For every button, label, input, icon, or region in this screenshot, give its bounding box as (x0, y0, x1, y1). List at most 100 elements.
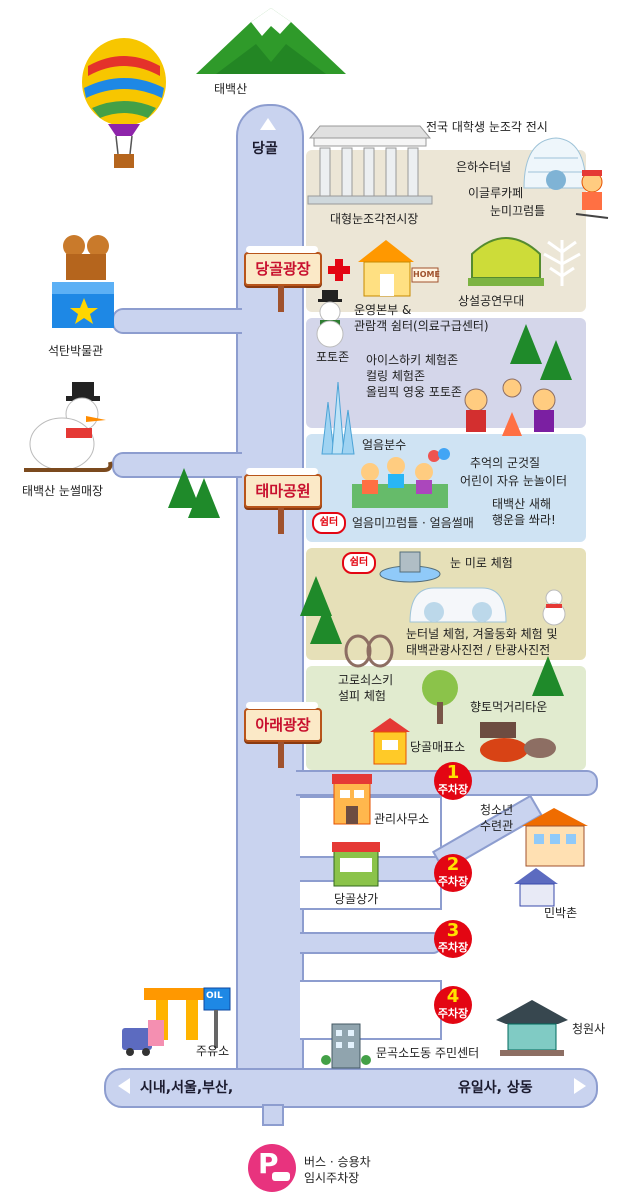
snow-slide-label: 눈미끄럼틀 (490, 204, 546, 218)
gas-station-label: 주유소 (196, 1044, 230, 1058)
parking-number: 3 (446, 920, 460, 941)
galaxy-tunnel-label: 은하수터널 (456, 160, 512, 174)
tree-icon (540, 340, 572, 380)
parking-number: 4 (446, 986, 460, 1007)
sculpture-hall-label: 대형눈조각전시장 (330, 212, 419, 226)
sculpture-hall-icon (307, 125, 433, 205)
home-sign-label: HOME (413, 270, 440, 279)
community-center-label: 문곡소도동 주민센터 (376, 1046, 480, 1060)
tree-icon (310, 604, 342, 644)
mountain-label: 태백산 (214, 82, 248, 96)
lower-plaza-sign: 아래광장 (244, 708, 322, 742)
tree-icon (422, 670, 458, 724)
parking-2-badge[interactable]: 2 주차장 (434, 854, 472, 892)
snowshoe-icon (344, 634, 394, 668)
ice-fountain-label: 얼음분수 (362, 438, 407, 452)
goroshoe-ski-label: 고로쇠스키 설피 체험 (338, 673, 394, 703)
snowman-shop-label: 태백산 눈썰매장 (22, 484, 104, 498)
youth-center-label: 청소년 수련관 (480, 803, 514, 833)
snow-tunnel-icon (409, 587, 507, 623)
parking-label: 주차장 (437, 783, 469, 796)
home-house-icon (358, 240, 439, 297)
parking-4-badge[interactable]: 4 주차장 (434, 986, 472, 1024)
oil-sign-label: OIL (206, 991, 223, 1001)
parking-label: 주차장 (437, 875, 469, 888)
sign-snow-cap (246, 246, 318, 253)
temple-icon (496, 1000, 568, 1056)
dangol-shops-label: 당골상가 (334, 892, 379, 906)
ice-slide-sled-label: 얼음미끄럼틀 · 얼음썰매 (352, 516, 474, 530)
maze-fountain-icon (379, 551, 441, 583)
ice-zones-label: 아이스하키 체험존 컬링 체험존 올림픽 영웅 포토존 (366, 353, 462, 399)
lodging-village-label: 민박촌 (544, 906, 578, 920)
snow-tree-icon (543, 240, 581, 286)
mountain-icon (196, 8, 346, 74)
child-skier-icon (575, 170, 609, 219)
shelter-badge: 쉼터 (312, 512, 346, 534)
bus-parking-icon[interactable]: P (248, 1144, 296, 1192)
parking-letter: P (258, 1147, 279, 1180)
branch-road-museum (112, 308, 242, 334)
ice-fountain-icon (321, 381, 355, 455)
local-food-street-label: 향토먹거리타운 (470, 700, 548, 714)
management-office-label: 관리사무소 (374, 812, 430, 826)
coal-museum-label: 석탄박물관 (48, 344, 104, 358)
triangle-right-icon (574, 1078, 586, 1094)
parking-number: 2 (446, 854, 460, 875)
bottom-road (104, 1068, 598, 1108)
road-entry-box (262, 1104, 284, 1126)
cheongwonsa-label: 청원사 (572, 1022, 606, 1036)
snow-maze-label: 눈 미로 체험 (450, 556, 513, 570)
kids-campfire-icon (464, 378, 556, 436)
branch-road-parking-3 (300, 932, 442, 954)
road-up-arrow-icon (260, 118, 276, 130)
parking-label: 주차장 (437, 941, 469, 954)
snowman-icon (316, 290, 344, 348)
shops-icon (332, 842, 380, 887)
parking-number: 1 (446, 762, 460, 783)
new-year-arrows-label: 태백산 새해 행운을 쏴라! (492, 497, 556, 527)
dangol-plaza-sign: 당골광장 (244, 252, 322, 286)
tree-icon (532, 656, 564, 696)
kids-snow-play-label: 어린이 자유 눈놀이터 (460, 474, 567, 488)
shelter-badge: 쉼터 (342, 552, 376, 574)
performance-stage-label: 상설공연무대 (458, 294, 525, 308)
sign-post (278, 508, 284, 534)
hq-shelter-label: 운영본부 & 관람객 쉼터(의료구급센터) (354, 303, 489, 333)
kids-slide-icon (352, 448, 450, 508)
igloo-cafe-label: 이글루카페 (468, 186, 524, 200)
community-center-icon (321, 1023, 371, 1069)
bottom-road-right-label: 유일사, 상동 (458, 1080, 533, 1096)
food-dishes-icon (480, 722, 556, 762)
bottom-road-left-label: 시내,서울,부산, (140, 1080, 234, 1096)
sculpture-exhibit-label: 전국 대학생 눈조각 전시 (426, 120, 548, 134)
taema-park-sign: 태마공원 (244, 474, 322, 508)
triangle-left-icon (118, 1078, 130, 1094)
ticket-booth-icon (370, 718, 410, 765)
snowman-icon (542, 589, 566, 626)
photo-zone-label: 포토존 (316, 350, 350, 364)
ticket-office-label: 당골매표소 (410, 740, 466, 754)
parking-3-badge[interactable]: 3 주차장 (434, 920, 472, 958)
hot-air-balloon-icon (82, 38, 166, 168)
sign-snow-cap (246, 468, 318, 475)
management-office-icon (332, 774, 372, 825)
igloo-icon (523, 137, 587, 190)
stage-icon (468, 237, 544, 286)
sign-post (278, 742, 284, 768)
sign-snow-cap (246, 702, 318, 709)
projector-icon (52, 235, 114, 328)
lodging-house-icon (514, 868, 558, 907)
tree-icon (510, 324, 542, 364)
snow-tunnel-label: 눈터널 체험, 겨울동화 체험 및 태백관광사진전 / 탄광사진전 (406, 627, 558, 657)
gas-station-icon (122, 987, 231, 1056)
youth-center-icon (522, 808, 588, 867)
bus-parking-label: 버스 · 승용차 임시주차장 (304, 1155, 371, 1185)
memory-snacks-label: 추억의 군것질 (470, 456, 541, 470)
road-top-label: 당골 (252, 141, 278, 157)
sign-post (278, 286, 284, 312)
car-icon (272, 1172, 290, 1181)
parking-label: 주차장 (437, 1007, 469, 1020)
medical-cross-icon (335, 259, 343, 281)
parking-1-badge[interactable]: 1 주차장 (434, 762, 472, 800)
